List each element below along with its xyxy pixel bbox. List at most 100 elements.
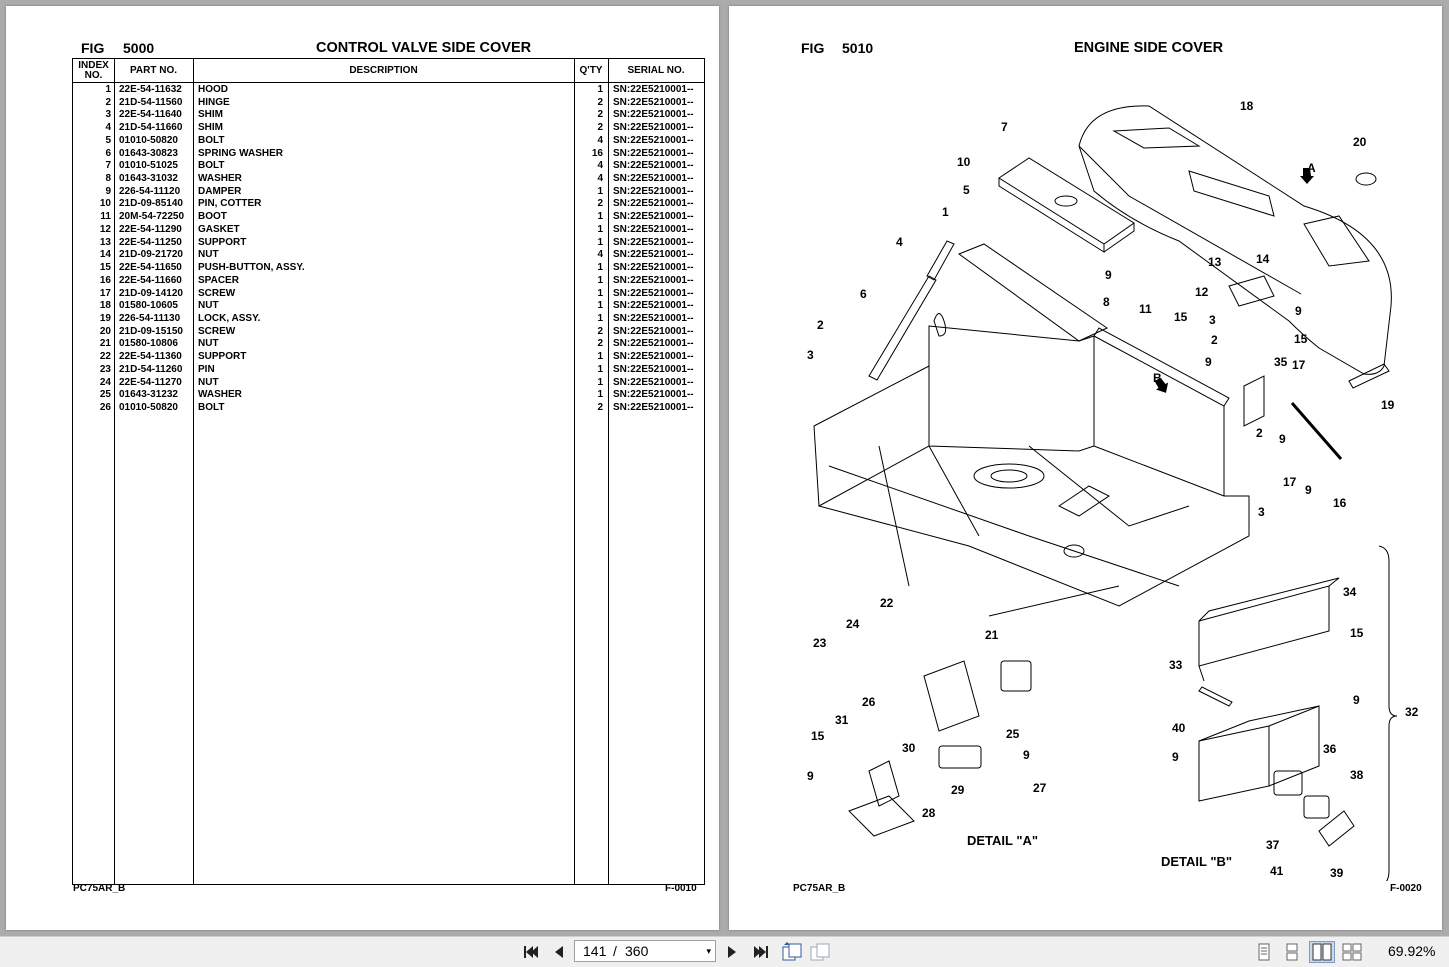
callout-30: 30 (902, 741, 916, 755)
footer-model: PC75AR_B (73, 883, 126, 894)
serial-no-cell: SN:22E5210001-- (613, 198, 694, 210)
callout-9: 9 (807, 769, 814, 783)
callout-16: 16 (1333, 496, 1347, 510)
fig-label: FIG (801, 40, 825, 56)
footer-page-code: F-0010 (665, 883, 697, 894)
index-cell: 17 (99, 287, 111, 299)
qty-cell: 4 (597, 160, 603, 172)
single-page-view-icon[interactable] (1252, 941, 1276, 963)
callout-9: 9 (1305, 483, 1312, 497)
part-no-cell: 21D-09-21720 (119, 249, 183, 261)
serial-no-cell: SN:22E5210001-- (613, 300, 694, 312)
header-description: DESCRIPTION (349, 64, 418, 76)
callout-31: 31 (835, 713, 849, 727)
serial-no-cell: SN:22E5210001-- (613, 236, 694, 248)
callout-9: 9 (1172, 750, 1179, 764)
part-no-cell: 22E-54-11250 (119, 236, 182, 248)
part-no-cell: 01643-30823 (119, 147, 178, 159)
description-cell: SPRING WASHER (198, 147, 284, 159)
continuous-view-icon[interactable] (1280, 941, 1304, 963)
callout-2: 2 (1256, 426, 1263, 440)
callout-36: 36 (1323, 742, 1337, 756)
callout-25: 25 (1006, 727, 1020, 741)
index-cell: 8 (105, 173, 111, 185)
chevron-down-icon[interactable]: ▾ (706, 946, 711, 956)
first-page-icon[interactable] (520, 941, 542, 963)
callout-33: 33 (1169, 658, 1183, 672)
serial-no-cell: SN:22E5210001-- (613, 262, 694, 274)
go-back-view-icon[interactable] (780, 941, 804, 963)
next-page-icon[interactable] (722, 941, 742, 963)
serial-no-cell: SN:22E5210001-- (613, 401, 694, 413)
current-page[interactable]: 141 (583, 943, 607, 959)
serial-no-cell: SN:22E5210001-- (613, 84, 694, 95)
callout-8: 8 (1103, 295, 1110, 309)
zoom-level[interactable]: 69.92% (1388, 943, 1436, 959)
go-forward-view-icon[interactable] (808, 941, 832, 963)
qty-cell: 1 (597, 376, 603, 388)
serial-no-cell: SN:22E5210001-- (613, 312, 694, 324)
serial-no-cell: SN:22E5210001-- (613, 185, 694, 197)
part-no-cell: 01643-31032 (119, 173, 178, 185)
header-serial-no: SERIAL NO. (627, 64, 685, 76)
description-cell: BOLT (198, 401, 225, 413)
fig-label: FIG (81, 40, 105, 56)
callout-22: 22 (880, 596, 894, 610)
two-page-continuous-icon[interactable] (1340, 941, 1364, 963)
callout-40: 40 (1172, 721, 1186, 735)
serial-no-cell: SN:22E5210001-- (613, 160, 694, 172)
two-page-view-icon[interactable] (1309, 941, 1335, 963)
description-cell: HINGE (198, 96, 230, 108)
callout-38: 38 (1350, 768, 1364, 782)
serial-no-cell: SN:22E5210001-- (613, 211, 694, 223)
prev-page-icon[interactable] (549, 941, 569, 963)
page-separator: / (613, 943, 617, 959)
callout-11: 11 (1139, 302, 1152, 316)
callout-9: 9 (1205, 355, 1212, 369)
qty-cell: 2 (597, 401, 603, 413)
serial-no-cell: SN:22E5210001-- (613, 363, 694, 375)
last-page-icon[interactable] (750, 941, 772, 963)
index-cell: 6 (105, 147, 111, 159)
page-number-input[interactable]: 141 / 360 ▾ (574, 940, 716, 962)
footer-model: PC75AR_B (793, 883, 846, 894)
index-cell: 13 (99, 236, 111, 248)
qty-cell: 1 (597, 185, 603, 197)
index-cell: 15 (99, 262, 111, 274)
callout-15: 15 (1174, 310, 1188, 324)
callout-37: 37 (1266, 838, 1280, 852)
callout-5: 5 (963, 183, 970, 197)
serial-no-cell: SN:22E5210001-- (613, 122, 694, 134)
part-no-cell: 21D-54-11560 (119, 96, 183, 108)
part-no-cell: 20M-54-72250 (119, 211, 185, 223)
part-no-cell: 226-54-11130 (119, 312, 181, 324)
callout-18: 18 (1240, 99, 1254, 113)
index-cell: 1 (105, 84, 111, 95)
qty-cell: 1 (597, 389, 603, 401)
qty-cell: 1 (597, 351, 603, 363)
part-no-cell: 22E-54-11360 (119, 351, 182, 363)
description-cell: SCREW (198, 287, 236, 299)
part-no-cell: 22E-54-11632 (119, 84, 182, 95)
index-cell: 19 (99, 312, 111, 324)
callout-1: 1 (942, 205, 949, 219)
description-cell: NUT (198, 376, 219, 388)
serial-no-cell: SN:22E5210001-- (613, 173, 694, 185)
serial-no-cell: SN:22E5210001-- (613, 389, 694, 401)
qty-cell: 1 (597, 287, 603, 299)
callout-41: 41 (1270, 864, 1284, 878)
view-b-label: B (1153, 371, 1162, 385)
callout-9: 9 (1279, 432, 1286, 446)
detail-b-caption: DETAIL "B" (1161, 854, 1232, 869)
callout-13: 13 (1208, 255, 1222, 269)
callout-21: 21 (985, 628, 999, 642)
serial-no-cell: SN:22E5210001-- (613, 325, 694, 337)
